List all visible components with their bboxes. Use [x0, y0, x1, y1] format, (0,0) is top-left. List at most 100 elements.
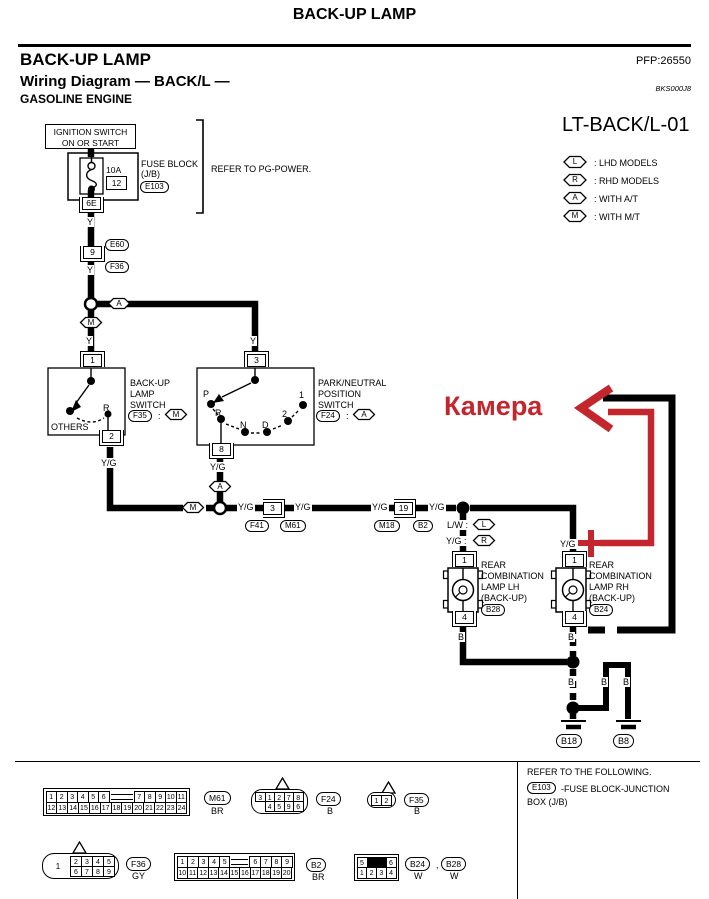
- connector-color-f36: GY: [132, 871, 146, 881]
- connector-color-m61: BR: [211, 806, 224, 816]
- pin-cell: 4: [385, 867, 397, 879]
- component-outlines: [47, 119, 587, 613]
- connector-ref-m18: M18: [374, 520, 400, 532]
- wiring-diagram-subtitle: Wiring Diagram — BACK/L —: [20, 73, 230, 90]
- with-at-hex-icon: A: [107, 297, 131, 310]
- backup-switch-mt-hex-icon: M: [164, 408, 188, 421]
- connector-color-b28: W: [450, 871, 459, 881]
- wire-label-yg: Y/G: [100, 458, 118, 468]
- rhd-hex-icon: R: [472, 534, 496, 547]
- lamp-rh-label4: (BACK-UP): [589, 593, 636, 603]
- hex-symbol: M: [172, 410, 180, 419]
- connector-color-b2: BR: [312, 872, 325, 882]
- harness-wires: [87, 146, 631, 719]
- pin-2-backup-switch: 2: [99, 430, 124, 446]
- connector-ref-b2: B2: [413, 520, 433, 532]
- lamp-rh-label1: REAR: [589, 560, 615, 570]
- connector-ref-f36: F36: [105, 261, 129, 273]
- connector-color-f24: B: [327, 806, 334, 816]
- backup-switch-name3: SWITCH: [130, 400, 166, 410]
- pin-cell: 24: [175, 801, 188, 814]
- junction-nodes: [83, 296, 580, 715]
- gear-pos-d: D: [262, 420, 269, 430]
- gear-pos-r: R: [215, 408, 222, 418]
- legend-rhd-hex-icon: R: [562, 173, 588, 187]
- comma: ,: [436, 860, 439, 870]
- wire-label-yg: Y/G :: [445, 536, 468, 546]
- connector-label-b28: B28: [441, 857, 467, 871]
- with-mt-hex-icon: M: [79, 316, 103, 329]
- gear-pos-n: N: [240, 420, 247, 430]
- pin-6e: 6E: [79, 197, 104, 213]
- connector-label-b24: B24: [405, 857, 431, 871]
- refer-fuse-block-text: -FUSE BLOCK-JUNCTION: [561, 784, 670, 794]
- camera-arrow-icon: [573, 384, 614, 433]
- fuse-rating: 10A: [106, 165, 122, 175]
- fuse-symbol: [85, 153, 98, 193]
- pin-cell: 20: [280, 866, 293, 879]
- wire-label-yg: Y/G: [294, 502, 312, 512]
- pnp-switch-name1: PARK/NEUTRAL: [318, 378, 387, 388]
- pnp-switch-at-hex-icon: A: [352, 408, 376, 421]
- pin-1-lamp-rh: 1: [562, 551, 587, 567]
- pin-number: 1: [455, 554, 474, 567]
- switch-pos-others: OTHERS: [51, 422, 89, 432]
- pnp-switch-internals: [207, 368, 307, 443]
- hex-symbol: A: [361, 410, 367, 419]
- connector-label-b2: B2: [306, 858, 327, 872]
- backup-switch-name1: BACK-UP: [130, 378, 171, 388]
- pin-number: 6E: [82, 197, 101, 210]
- footer-divider: [517, 761, 518, 899]
- page-title: BACK-UP LAMP: [292, 6, 417, 23]
- refer-bracket: [196, 119, 204, 214]
- backup-switch-name2: LAMP: [130, 389, 155, 399]
- pin-number: 1: [83, 354, 102, 367]
- header-rule: [18, 44, 691, 47]
- pnp-switch-name3: SWITCH: [318, 400, 354, 410]
- lamp-rh-label3: LAMP RH: [589, 582, 629, 592]
- wire-label-yg: Y/G: [371, 502, 389, 512]
- connector-color-f35: B: [414, 806, 421, 816]
- hex-symbol: M: [189, 503, 197, 512]
- connector-ref-b24: B24: [589, 604, 614, 616]
- connector-ref-f35: F35: [128, 410, 152, 422]
- ignition-line1: IGNITION SWITCH: [53, 127, 128, 137]
- legend-symbol: A: [572, 193, 578, 202]
- wire-label-lw: L/W :: [446, 520, 470, 530]
- pin-8-pnp-switch: 8: [209, 443, 234, 459]
- gear-pos-1: 1: [299, 390, 305, 400]
- pin-number: 19: [394, 502, 413, 515]
- legend-rhd-label: : RHD MODELS: [594, 176, 660, 186]
- pfp-code: PFP:26550: [635, 55, 691, 67]
- hex-symbol: L: [481, 520, 487, 529]
- pin-4-lamp-lh: 4: [452, 611, 477, 627]
- pin-number: 3: [247, 354, 266, 367]
- pin-number: 2: [102, 430, 121, 443]
- legend-at-hex-icon: A: [562, 191, 588, 205]
- pin-number: 4: [565, 611, 584, 624]
- camera-red-lead: [600, 408, 655, 547]
- legend-mt-label: : WITH M/T: [594, 212, 640, 222]
- gear-pos-p: P: [203, 389, 210, 399]
- wire-label-b: B: [457, 632, 466, 642]
- big-pin-cell: 1: [55, 861, 61, 871]
- legend-symbol: M: [571, 211, 579, 220]
- wire-label-yg: Y/G: [428, 502, 446, 512]
- lamp-lh-label4: (BACK-UP): [481, 593, 528, 603]
- connector-ref-f24: F24: [316, 410, 340, 422]
- connector-ref-e103: E103: [140, 181, 169, 193]
- section-title: BACK-UP LAMP: [20, 50, 151, 69]
- gear-pos-2: 2: [282, 409, 288, 419]
- wire-label-y: Y: [86, 265, 95, 275]
- legend-lhd-hex-icon: L: [562, 155, 588, 169]
